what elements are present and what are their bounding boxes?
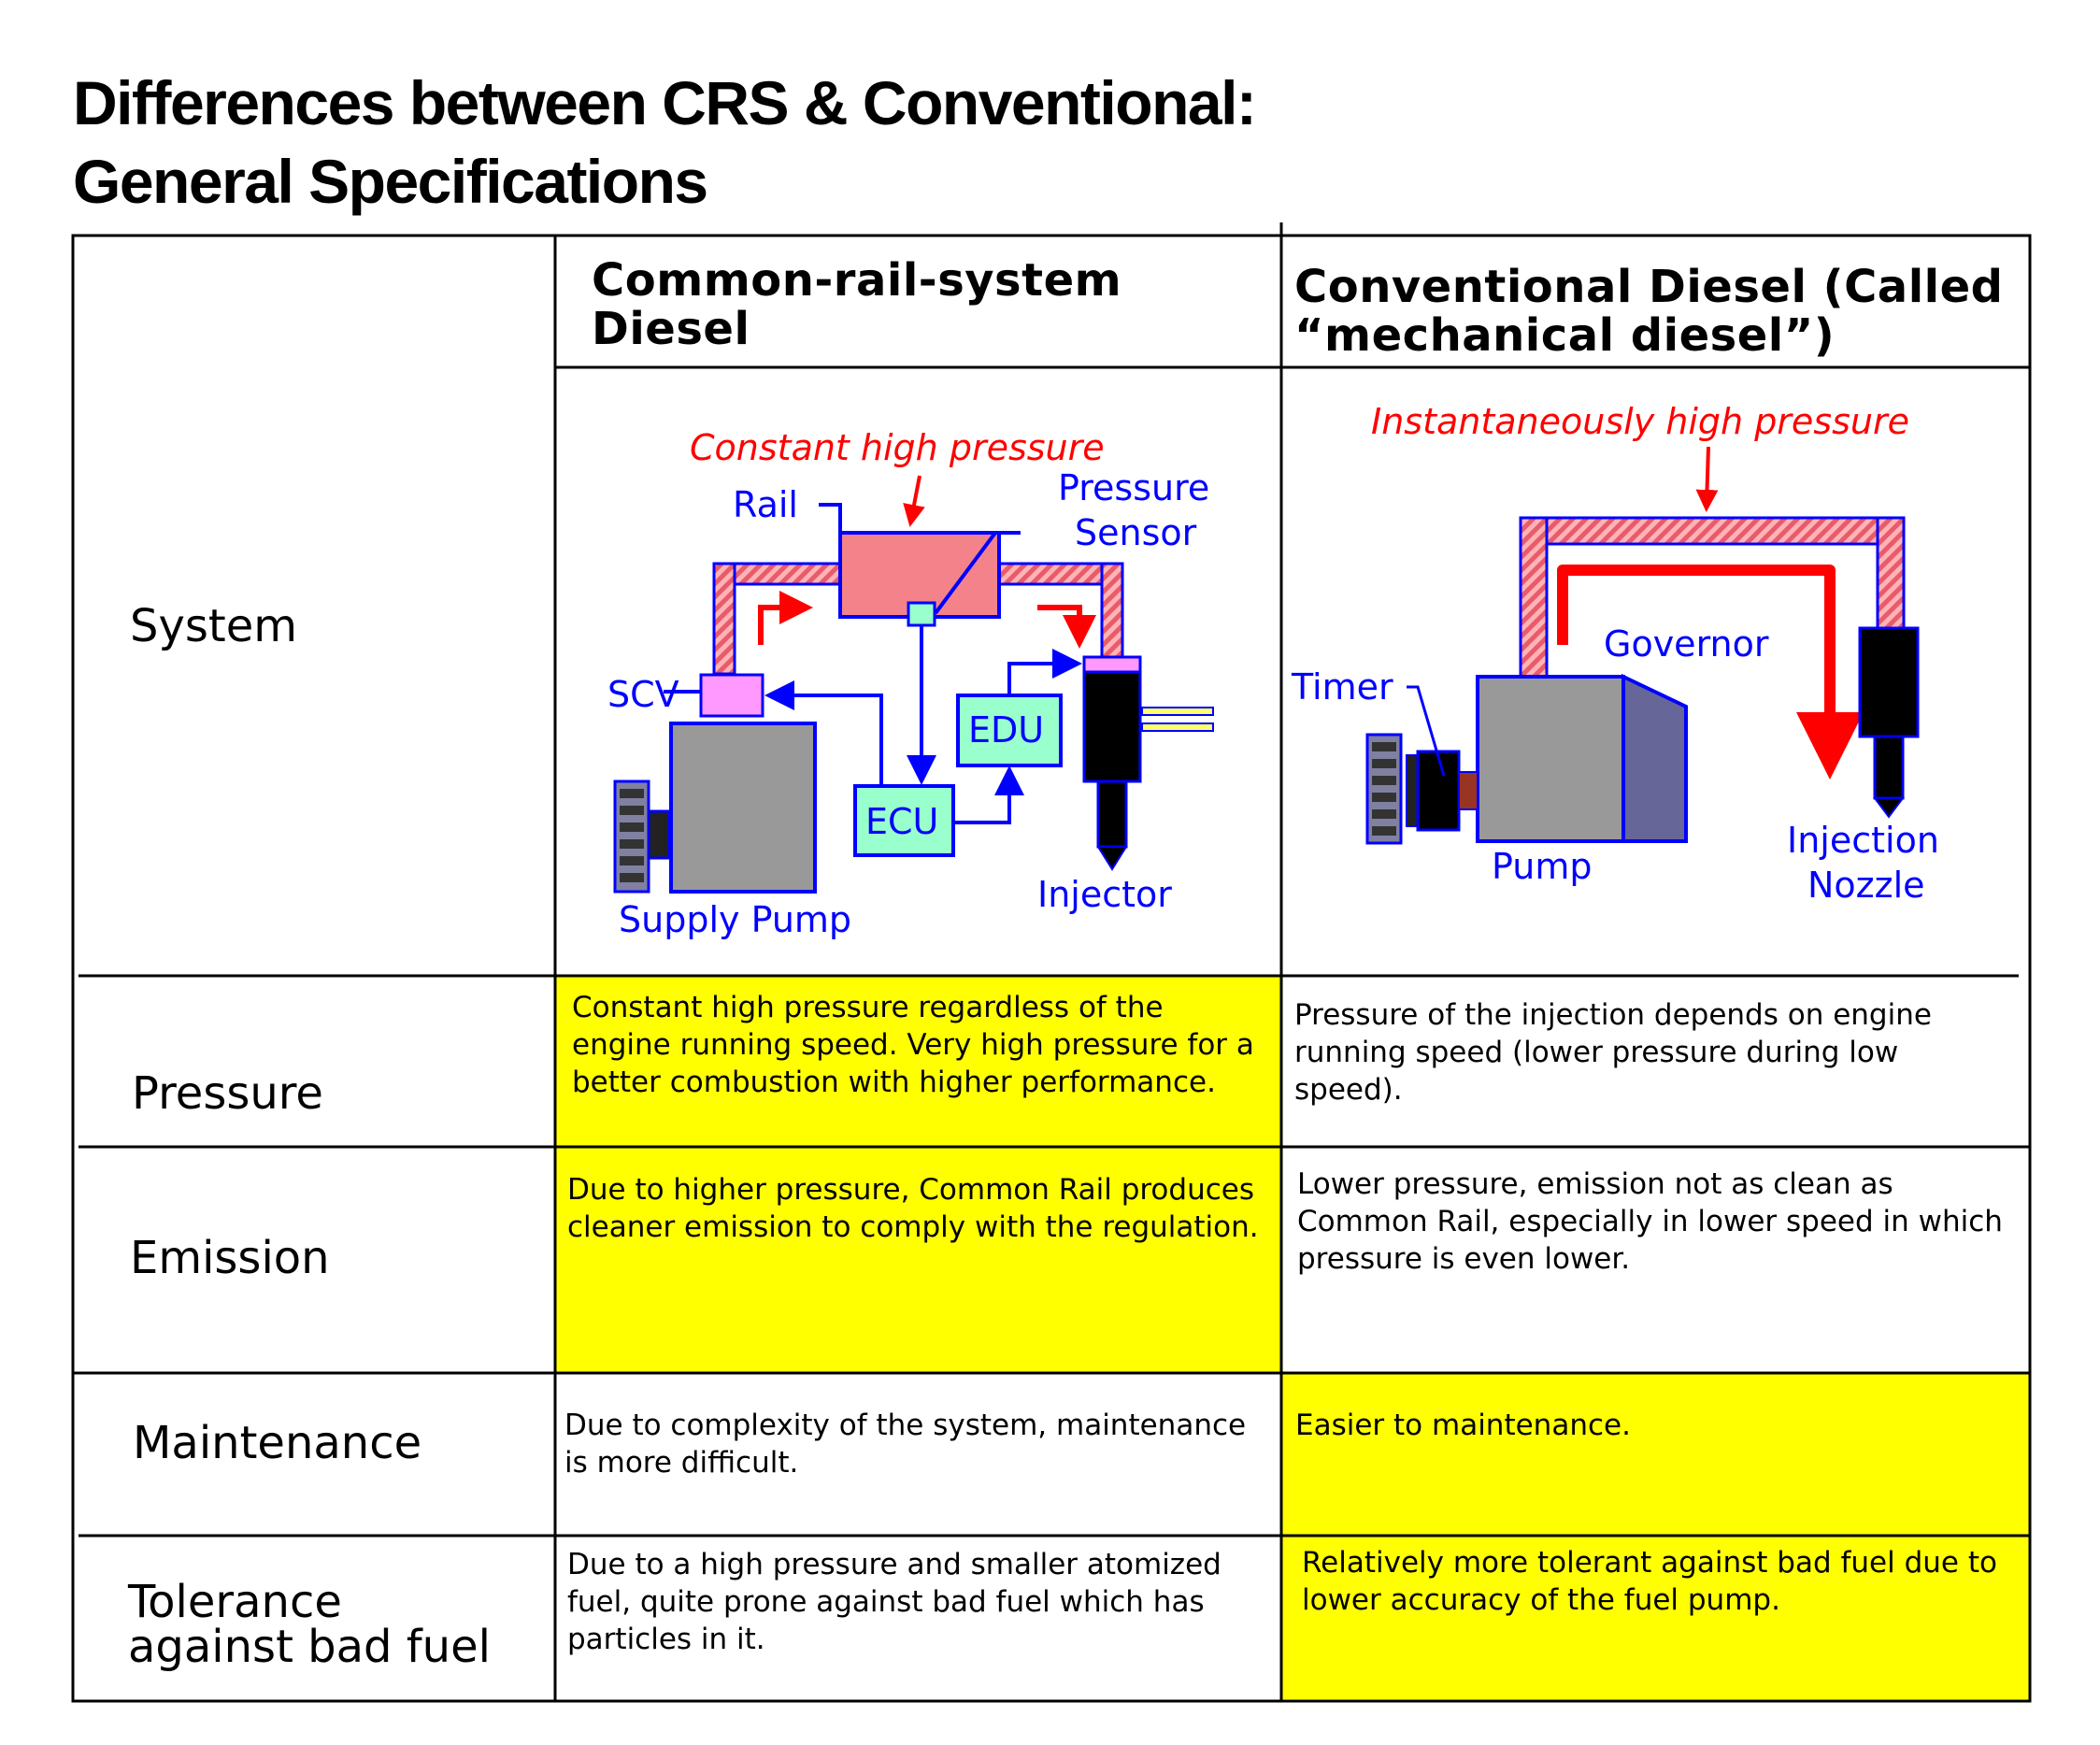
supply-pump-gear	[613, 780, 671, 894]
injector	[1082, 655, 1214, 871]
tolerance-conv-highlight	[1282, 1537, 2029, 1699]
scv-box	[699, 673, 764, 718]
row-label-emission: Emission	[130, 1232, 330, 1284]
conv-pump-box	[1476, 675, 1625, 843]
pump-label: Pump	[1492, 846, 1592, 887]
injection-nozzle	[1858, 626, 1920, 819]
scv-label: SCV	[607, 674, 679, 715]
pressure-label-conv: Instantaneously high pressure	[1371, 401, 1909, 442]
timer-label: Timer	[1291, 666, 1393, 708]
edu-box	[956, 694, 1063, 767]
ecu-label: ECU	[865, 801, 938, 842]
emission-crs-highlight	[555, 1148, 1280, 1372]
conv-flow-arrow	[1557, 565, 1864, 780]
nozzle-label-2: Nozzle	[1807, 865, 1925, 906]
rail-label: Rail	[733, 484, 798, 525]
title-line-2: General Specifications	[73, 147, 708, 216]
row-label-tolerance: Tolerance against bad fuel	[128, 1576, 491, 1673]
maintenance-crs-text: Due to complexity of the system, mainten…	[564, 1409, 1247, 1480]
conv-high-pressure-line	[1519, 516, 1906, 679]
page-title: Differences between CRS & Conventional: …	[73, 64, 1257, 221]
governor-box	[1621, 673, 1688, 843]
tolerance-crs-text: Due to a high pressure and smaller atomi…	[567, 1548, 1221, 1656]
maintenance-conventional-text: Easier to maintenance.	[1295, 1409, 1631, 1442]
title-line-1: Differences between CRS & Conventional:	[73, 68, 1257, 137]
emission-conventional-text: Lower pressure, emission not as clean as…	[1297, 1167, 2003, 1276]
injector-label: Injector	[1037, 874, 1172, 915]
row-label-pressure: Pressure	[132, 1067, 323, 1120]
tolerance-conventional-text: Relatively more tolerant against bad fue…	[1302, 1546, 1997, 1617]
supply-pump-label: Supply Pump	[619, 899, 851, 940]
row-label-system: System	[130, 600, 297, 652]
pressure-crs-highlight	[555, 976, 1280, 1146]
timer-assembly	[1365, 733, 1479, 845]
supply-pump-box	[669, 722, 817, 894]
governor-label: Governor	[1604, 623, 1769, 665]
pressure-crs-text: Constant high pressure regardless of the…	[572, 991, 1254, 1099]
pressure-sensor-label-1: Pressure	[1058, 467, 1209, 508]
row-label-maintenance: Maintenance	[133, 1417, 422, 1469]
conventional-column-header: Conventional Diesel (Called “mechanical …	[1294, 263, 2004, 360]
emission-crs-text: Due to higher pressure, Common Rail prod…	[567, 1173, 1259, 1244]
crs-column-header: Common-rail-system Diesel	[592, 256, 1122, 353]
crs-pressure-pointer	[903, 475, 925, 527]
crs-flow-arrow-right	[1037, 605, 1096, 649]
edu-label: EDU	[968, 709, 1044, 751]
maintenance-conv-highlight	[1282, 1374, 2029, 1535]
nozzle-label-1: Injection	[1787, 820, 1939, 861]
crs-flow-arrow-left	[758, 591, 813, 645]
pressure-conventional-text: Pressure of the injection depends on eng…	[1294, 998, 1932, 1107]
pressure-sensor-label-2: Sensor	[1075, 512, 1197, 553]
crs-high-pressure-lines	[712, 562, 1124, 676]
pressure-label-crs: Constant high pressure	[690, 427, 1105, 468]
conv-pressure-pointer	[1695, 446, 1719, 512]
ecu-box	[853, 784, 955, 857]
